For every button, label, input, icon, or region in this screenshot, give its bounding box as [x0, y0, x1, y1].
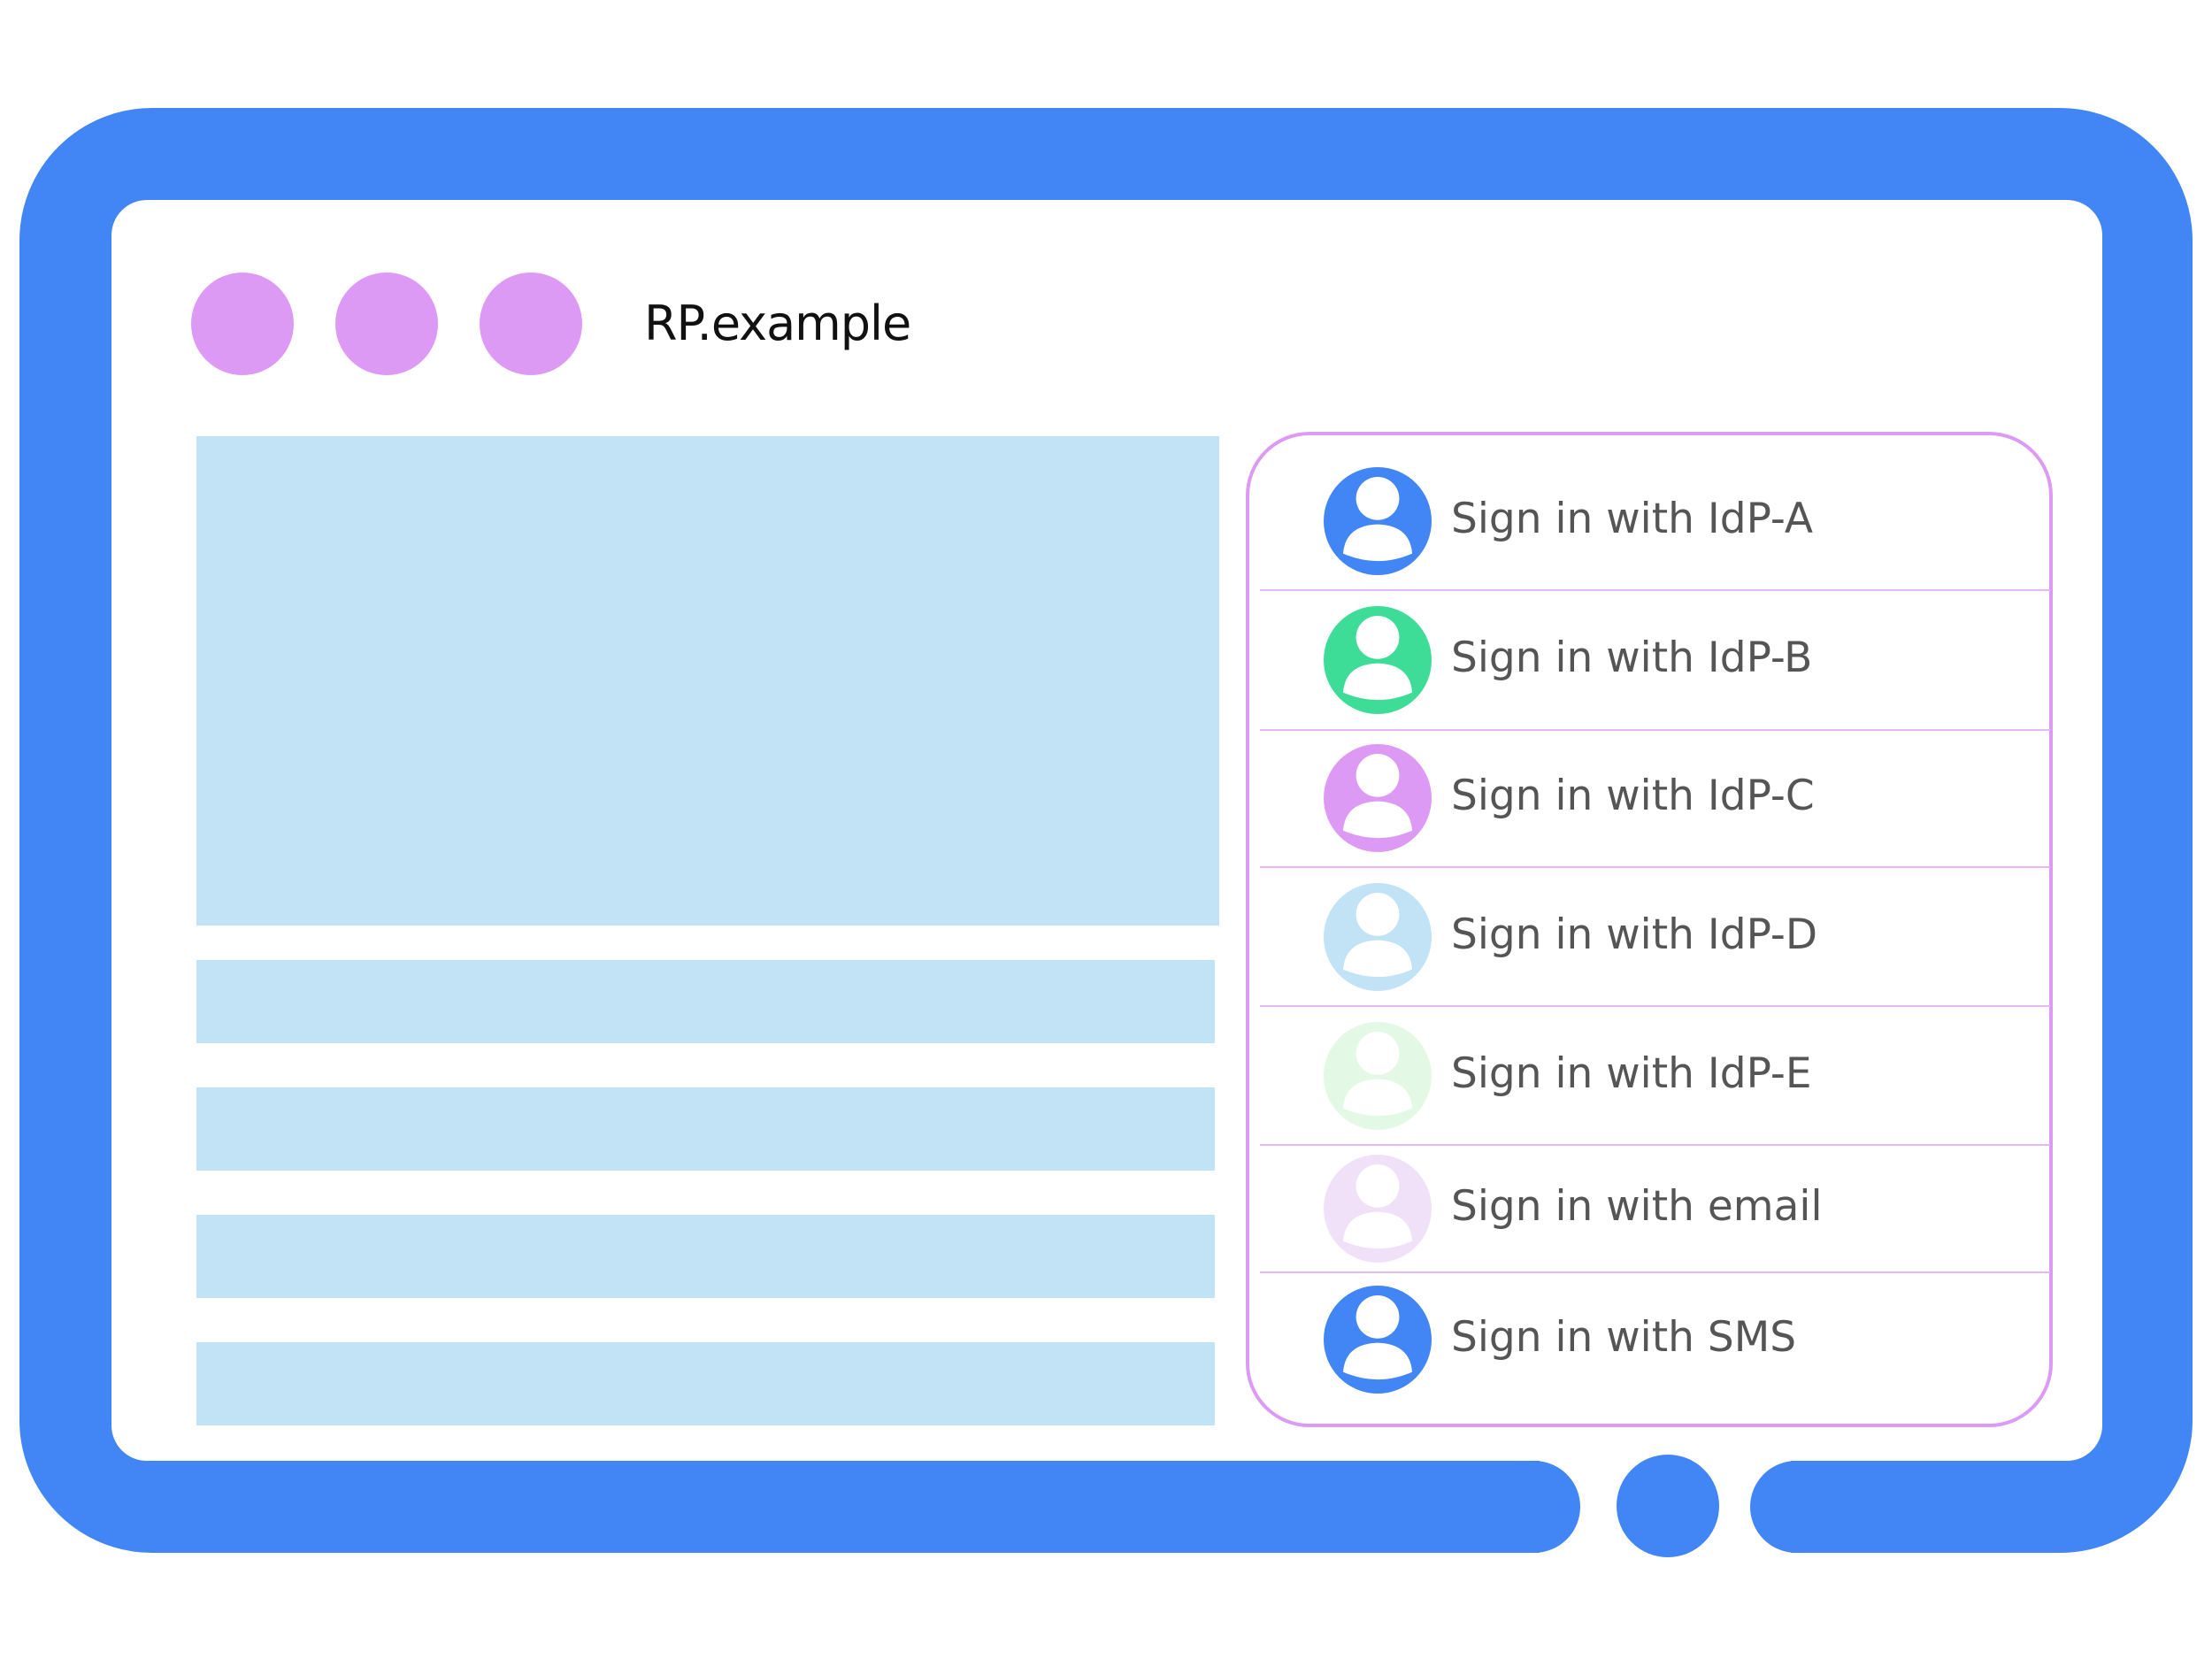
- user-avatar-icon: [1324, 606, 1432, 714]
- frame-bar-end-right: [1750, 1461, 1842, 1553]
- content-line-placeholder: [196, 1215, 1215, 1298]
- list-divider: [1260, 1144, 2050, 1146]
- frame-bar-end-left: [1488, 1461, 1580, 1553]
- sign-in-option-label: Sign in with email: [1451, 1182, 1823, 1231]
- sign-in-option-label: Sign in with SMS: [1451, 1313, 1797, 1362]
- list-divider: [1260, 589, 2050, 591]
- user-avatar-icon: [1324, 1022, 1432, 1130]
- user-avatar-icon: [1324, 744, 1432, 852]
- home-button[interactable]: [1617, 1455, 1719, 1557]
- window-control-dot-2[interactable]: [335, 273, 438, 375]
- user-avatar-icon: [1324, 467, 1432, 575]
- sign-in-option-label: Sign in with IdP-D: [1451, 910, 1818, 959]
- content-line-placeholder: [196, 1087, 1215, 1171]
- sign-in-option-label: Sign in with IdP-B: [1451, 634, 1813, 682]
- list-divider: [1260, 1005, 2050, 1007]
- site-title: RP.example: [644, 296, 911, 351]
- sign-in-option-label: Sign in with IdP-C: [1451, 772, 1815, 820]
- list-divider: [1260, 729, 2050, 731]
- list-divider: [1260, 1271, 2050, 1273]
- user-avatar-icon: [1324, 1286, 1432, 1394]
- sign-in-option-label: Sign in with IdP-A: [1451, 495, 1813, 543]
- window-control-dot-1[interactable]: [191, 273, 294, 375]
- user-avatar-icon: [1324, 1155, 1432, 1263]
- window-control-dot-3[interactable]: [480, 273, 582, 375]
- sign-in-option-label: Sign in with IdP-E: [1451, 1049, 1812, 1098]
- content-line-placeholder: [196, 1342, 1215, 1425]
- content-line-placeholder: [196, 960, 1215, 1043]
- list-divider: [1260, 866, 2050, 868]
- content-hero-placeholder: [196, 436, 1219, 926]
- user-avatar-icon: [1324, 883, 1432, 991]
